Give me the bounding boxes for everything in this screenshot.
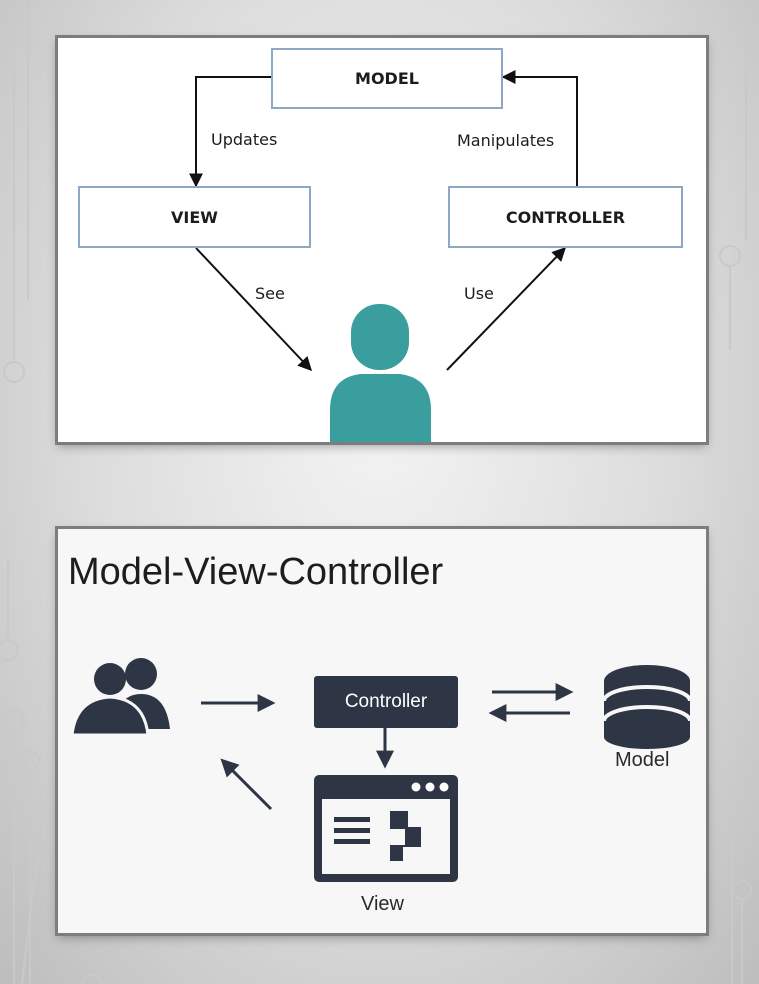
arrow-view-to-users (220, 758, 273, 811)
use-label: Use (464, 284, 494, 303)
edge-view-to-user (195, 247, 312, 372)
mvc-icon-diagram: Model-View-Controller (58, 529, 706, 933)
see-label: See (255, 284, 285, 303)
model-label: MODEL (355, 69, 419, 88)
controller-node-label: Controller (344, 691, 428, 712)
view-box: VIEW (78, 186, 311, 248)
diagram1-connectors (189, 70, 578, 442)
edge-model-to-view (189, 76, 271, 188)
updates-label: Updates (211, 130, 278, 149)
edge-controller-to-model (501, 70, 578, 186)
controller-box: CONTROLLER (448, 186, 683, 248)
view-caption: View (361, 893, 404, 915)
manipulates-label: Manipulates (457, 131, 555, 150)
database-icon (602, 665, 692, 749)
diagram-title: Model-View-Controller (68, 551, 444, 593)
user-icon (330, 304, 431, 442)
controller-node: Controller (314, 676, 458, 728)
model-caption: Model (615, 749, 670, 771)
view-label: VIEW (171, 207, 218, 227)
model-box: MODEL (271, 48, 503, 109)
edge-user-to-controller (446, 246, 566, 371)
mvc-flow-diagram: MODEL VIEW CONTROLLER Updates Manipulate… (58, 38, 706, 442)
users-icon (70, 658, 170, 737)
controller-label: CONTROLLER (505, 207, 626, 227)
browser-window-icon (314, 775, 458, 882)
diagram2-graphics (70, 658, 692, 882)
